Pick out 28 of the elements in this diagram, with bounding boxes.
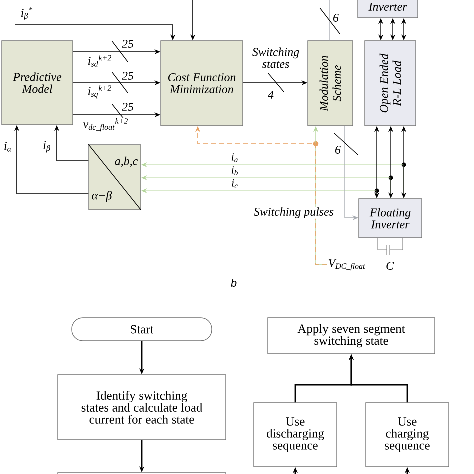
- transform-box: a,b,c α−β: [88, 144, 142, 211]
- edge-label: i$_{b}$: [230, 166, 240, 176]
- load-box: Open Ended R-L Load: [364, 40, 416, 126]
- process-box: Apply seven segment switching state: [268, 318, 436, 354]
- edge-label: i$_{β}$: [42, 140, 52, 154]
- start-terminal: Start: [72, 318, 212, 342]
- voltage-label: V$_{DC_float}$: [328, 259, 366, 271]
- edge-label: i$_{a}$: [230, 153, 240, 163]
- inverter-box: Floating Inverter: [358, 198, 422, 238]
- edge-label: i$_{c}$: [231, 179, 239, 189]
- process-box: Cost Function Minimization: [160, 40, 244, 126]
- capacitor-label: C: [386, 262, 394, 270]
- caption: b: [231, 278, 237, 288]
- bus-width: 6: [336, 146, 341, 154]
- inverter-box: Inverter: [358, 0, 418, 18]
- process-box: Identify switching states and calculate load current for each state: [58, 374, 226, 440]
- edge-label: Switching states: [246, 47, 306, 69]
- process-box: Modulation Scheme: [308, 40, 354, 126]
- bus-width: 4: [268, 91, 274, 99]
- bus-width: 25: [122, 72, 134, 80]
- edge-label: i$_{α}$: [4, 142, 12, 152]
- process-box: Predictive Model: [2, 40, 74, 126]
- bus-width: 6: [334, 14, 339, 22]
- bus-width: 25: [122, 102, 134, 111]
- process-box: Use charging sequence: [366, 402, 450, 468]
- edge-label: Switching pulses: [254, 207, 335, 219]
- bus-width: 25: [122, 40, 134, 48]
- process-box: Use discharging sequence: [254, 402, 338, 468]
